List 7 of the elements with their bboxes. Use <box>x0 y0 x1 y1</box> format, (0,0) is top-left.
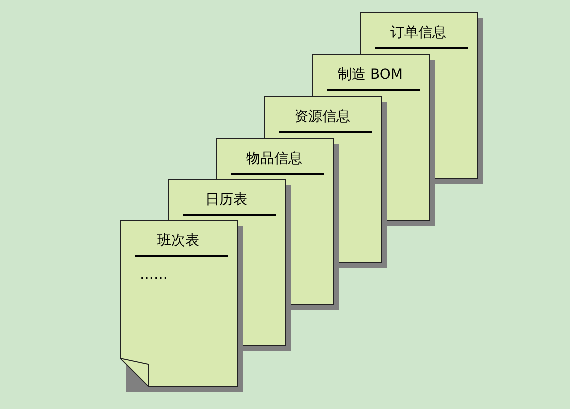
document-title: 制造 BOM <box>337 66 404 84</box>
document-title: 班次表 <box>156 232 200 250</box>
document-title: 物品信息 <box>246 150 304 168</box>
document-title: 日历表 <box>204 191 248 209</box>
document-title: 订单信息 <box>390 24 448 42</box>
document-title: 资源信息 <box>294 108 352 126</box>
ellipsis-text: …… <box>140 267 168 283</box>
